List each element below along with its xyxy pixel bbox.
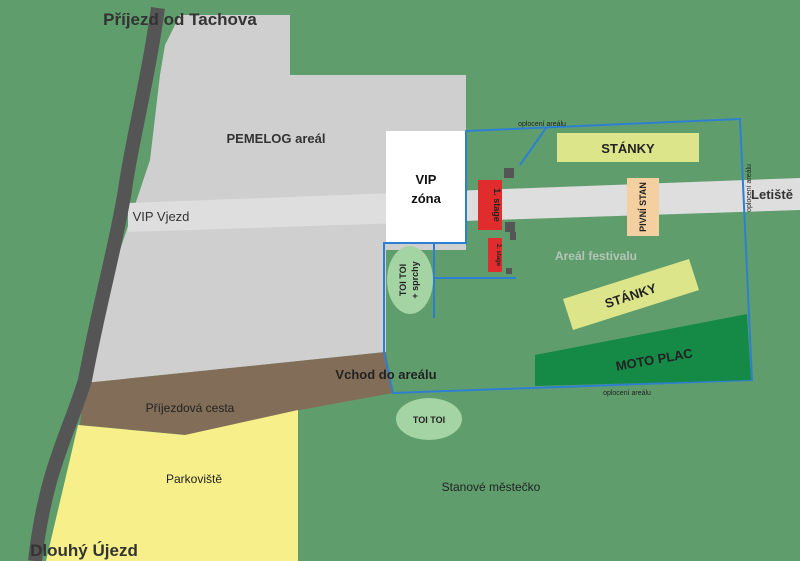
beer-tent [627,178,659,236]
beer-tent-label: PIVNÍ STAN [638,182,648,232]
inner-fence [433,127,547,318]
toilets-showers-label-2: + sprchy [410,261,420,298]
stands-top-label: STÁNKY [601,141,655,156]
fence-top-label: oplocení areálu [518,121,566,128]
access-road-label: Příjezdová cesta [146,401,235,415]
vip-zone-label-1: VIP [416,172,437,187]
stage-marker [505,222,515,232]
stage-1 [478,180,502,230]
festival-fence [383,117,754,395]
stage-marker [504,168,514,178]
stage-marker [506,268,512,274]
airport-label: Letiště [751,187,793,202]
south-road-label: Dlouhý Újezd [30,541,138,560]
north-road-label: Příjezd od Tachova [103,10,257,29]
fence-bottom-label: oplocení areálu [603,390,651,397]
access-road [80,352,393,435]
toilets-showers-label-1: TOI TOI [398,264,408,296]
tent-town-label: Stanové městečko [442,480,541,494]
stage-marker [510,232,516,240]
stage1-label: 1. stage [492,188,502,222]
entrance-label: Vchod do areálu [335,367,436,382]
pemelog-label: PEMELOG areál [227,131,326,146]
toilets [396,398,462,440]
festival-area-label: Areál festivalu [555,249,637,263]
stage-2 [488,238,502,272]
toilets-label: TOI TOI [413,415,445,425]
stage2-label: 2. stage [495,244,501,267]
stands-middle [563,259,699,330]
fence-right-label: oplocení areálu [746,164,753,212]
stands-top [557,133,699,162]
vip-zone [386,131,466,243]
vip-zone-label-2: zóna [411,191,441,206]
vip-entry-label: VIP Vjezd [133,209,190,224]
parking-label: Parkoviště [166,472,222,486]
main-road [28,7,165,561]
moto-camp [535,314,751,386]
toilets-showers [387,246,433,314]
parking-area [46,410,298,561]
